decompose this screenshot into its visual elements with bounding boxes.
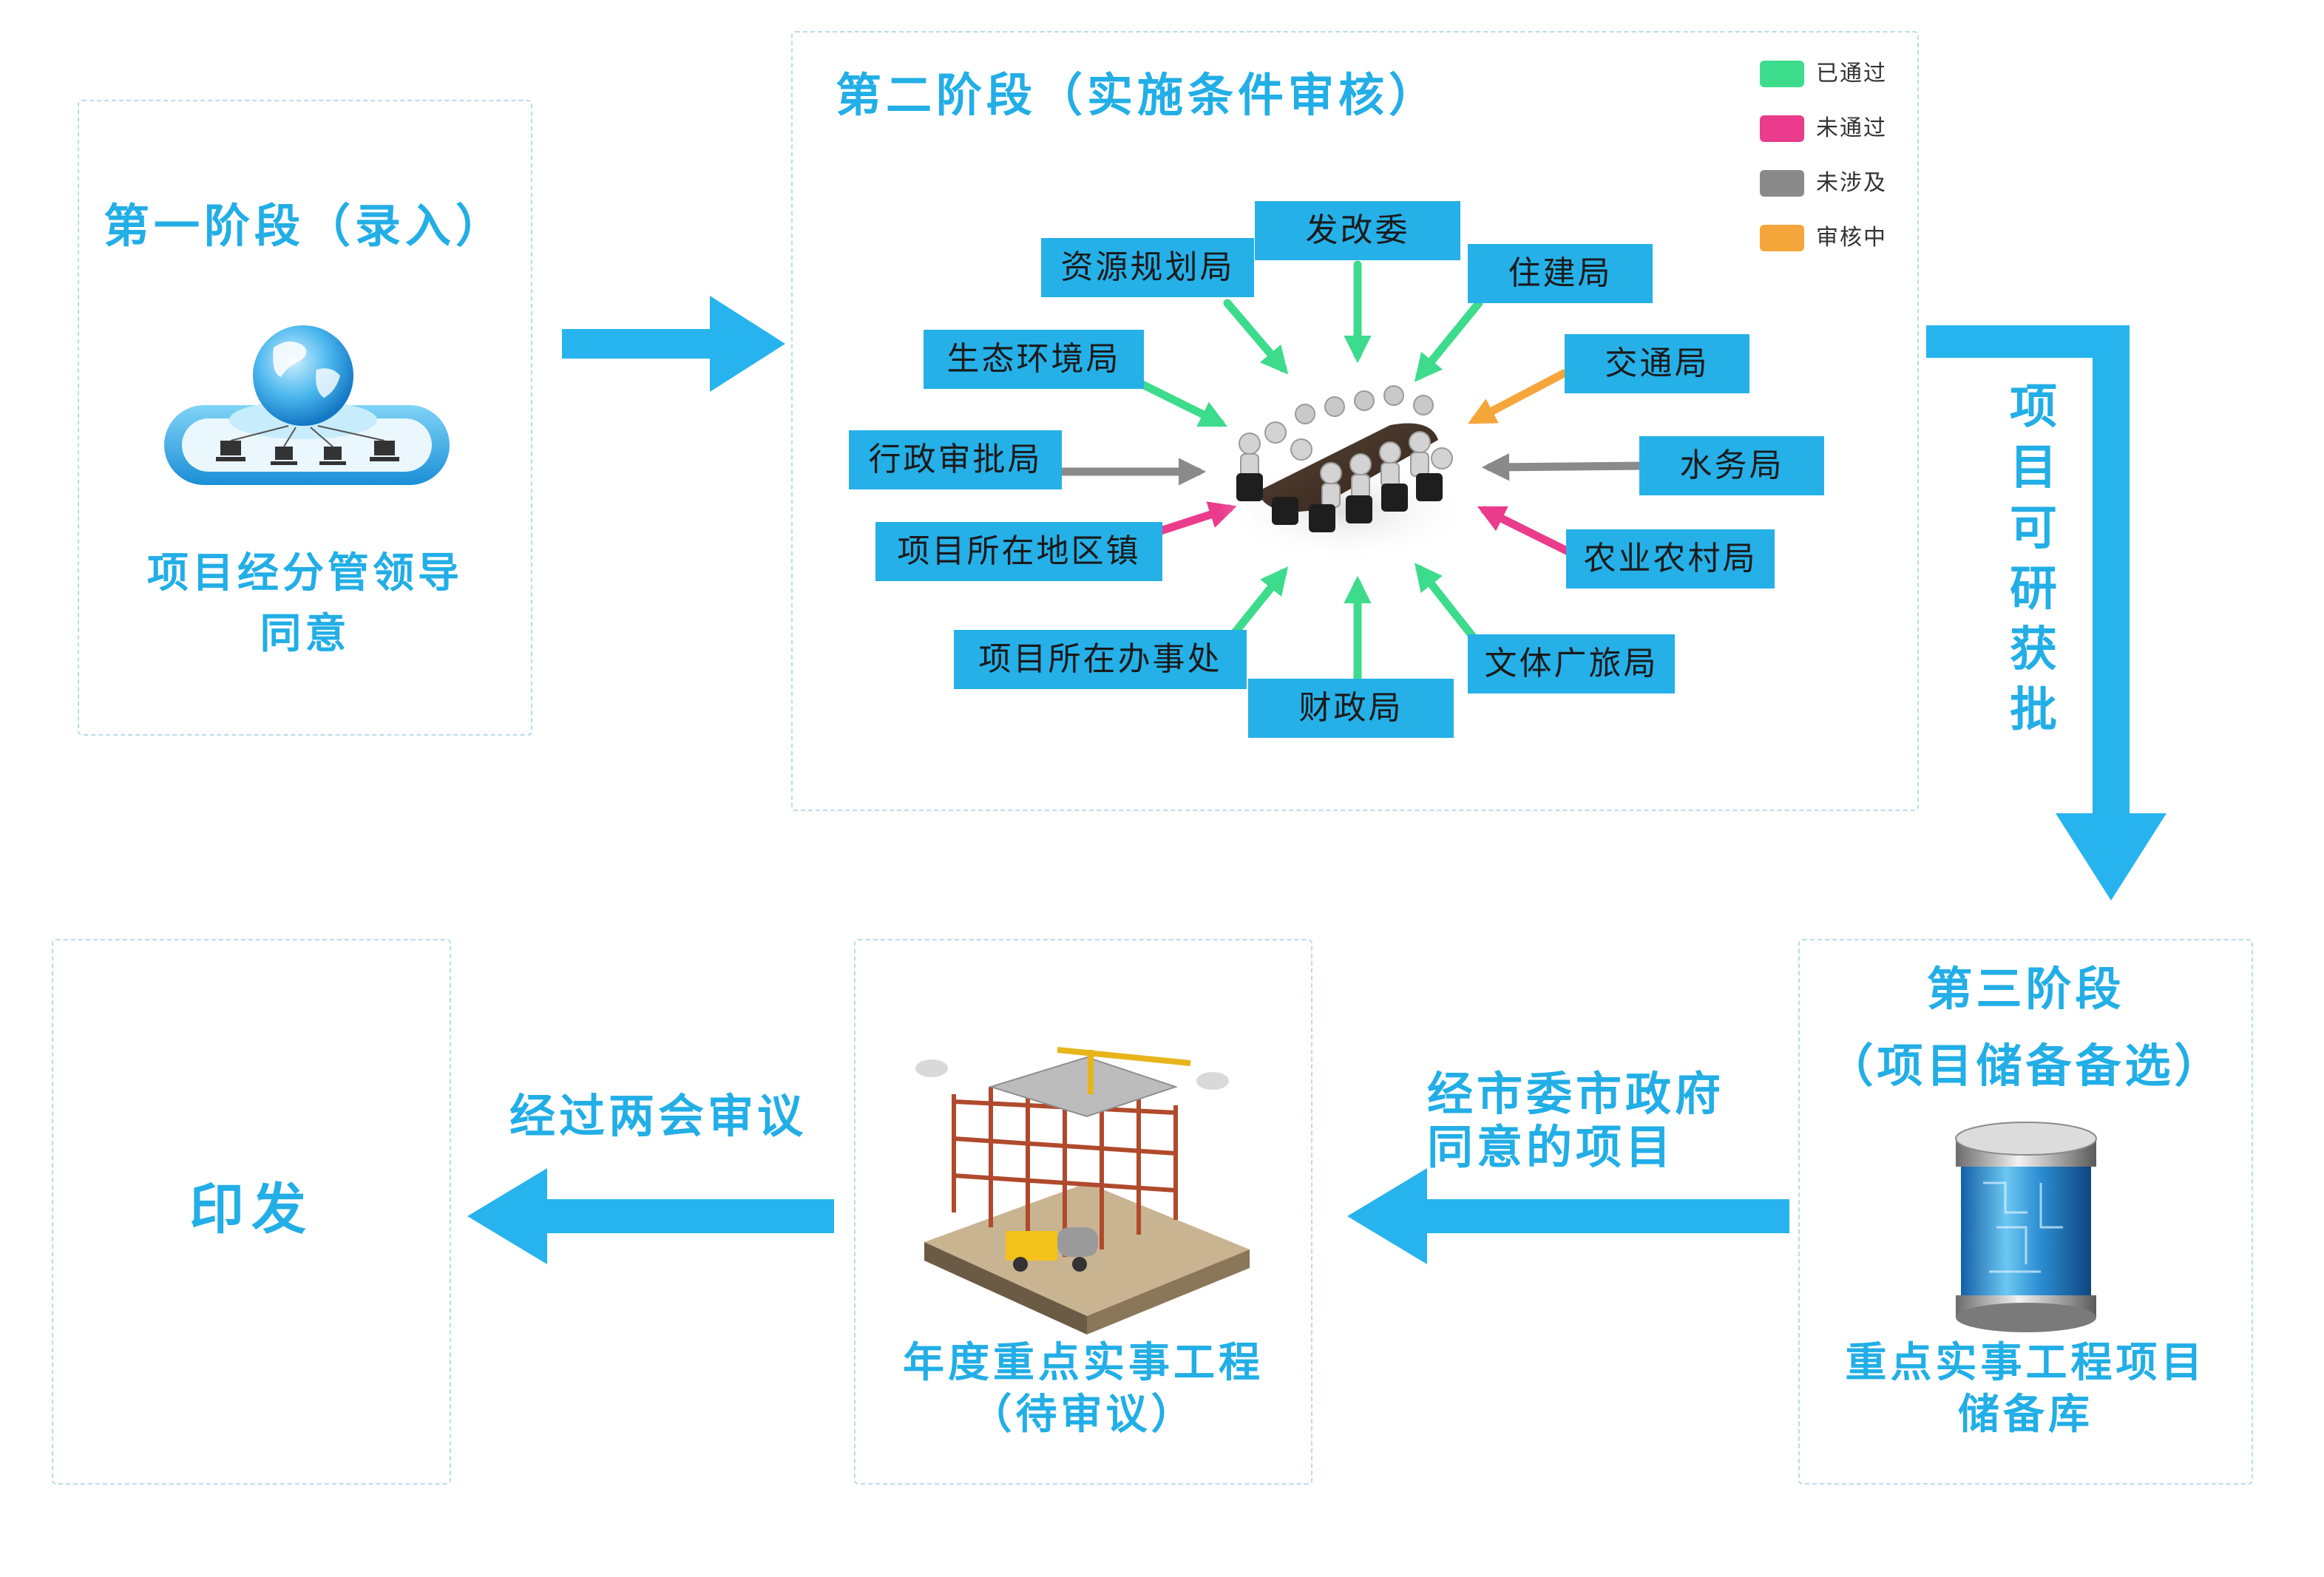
dept-swj: 水务局 [1639, 436, 1824, 495]
annual-caption-line2: （待审议） [970, 1391, 1196, 1439]
approved-projects-line1: 经市委市政府 [1427, 1067, 1725, 1121]
final-label: 印发 [189, 1178, 314, 1241]
stage1-caption-line1: 项目经分管领导 [147, 549, 463, 597]
arrow-jtj [1468, 369, 1568, 424]
legend-label-not-involved: 未涉及 [1816, 170, 1887, 196]
arrow-zjj [1414, 299, 1483, 382]
arrow-nync [1477, 506, 1576, 557]
dept-sthj: 生态环境局 [924, 330, 1144, 389]
arrow-swj [1481, 453, 1653, 481]
dept-xzsp: 行政审批局 [849, 430, 1062, 489]
dept-zygh: 资源规划局 [1041, 238, 1254, 297]
approved-projects-line2: 同意的项目 [1427, 1120, 1676, 1174]
legend-label-failed: 未通过 [1816, 115, 1887, 141]
legend-label-passed: 已通过 [1816, 61, 1887, 87]
feasibility-approved-label: 项目可研获批 [2010, 380, 2057, 738]
stage3-caption-line1: 重点实事工程项目 [1845, 1339, 2206, 1387]
annual-caption-line1: 年度重点实事工程 [903, 1339, 1264, 1387]
dept-jtj: 交通局 [1565, 334, 1749, 393]
stage2-title: 第二阶段（实施条件审核） [836, 68, 1440, 122]
stage3-title-line1: 第三阶段 [1926, 962, 2125, 1016]
final-panel [52, 939, 451, 1485]
arrow-wtgl [1415, 563, 1480, 644]
stage3-caption-line2: 储备库 [1958, 1391, 2093, 1439]
dept-zjj: 住建局 [1468, 244, 1653, 303]
arrow-sthj [1131, 376, 1228, 427]
arrow-zygh [1223, 299, 1289, 375]
legend-swatch-not-involved [1760, 170, 1804, 197]
stage1-title: 第一阶段（录入） [104, 199, 507, 253]
dept-xmszdqz: 项目所在地区镇 [875, 522, 1162, 581]
legend-swatch-failed [1760, 115, 1804, 142]
legend-swatch-reviewing [1760, 225, 1804, 251]
legend-label-reviewing: 审核中 [1816, 225, 1887, 251]
legend-swatch-passed [1760, 61, 1804, 87]
dept-xmszbsc: 项目所在办事处 [954, 630, 1247, 689]
stage3-title-line2: （项目储备备选） [1827, 1039, 2224, 1093]
dept-wtgl: 文体广旅局 [1468, 634, 1675, 693]
stage1-caption-line2: 同意 [260, 610, 350, 658]
dept-czj: 财政局 [1248, 679, 1454, 738]
feasibility-approved-text: 项目可研获批 [2000, 377, 2067, 741]
dept-fgw: 发改委 [1255, 201, 1460, 260]
dept-nync: 农业农村局 [1566, 529, 1775, 589]
two-sessions-text: 经过两会审议 [509, 1089, 807, 1143]
